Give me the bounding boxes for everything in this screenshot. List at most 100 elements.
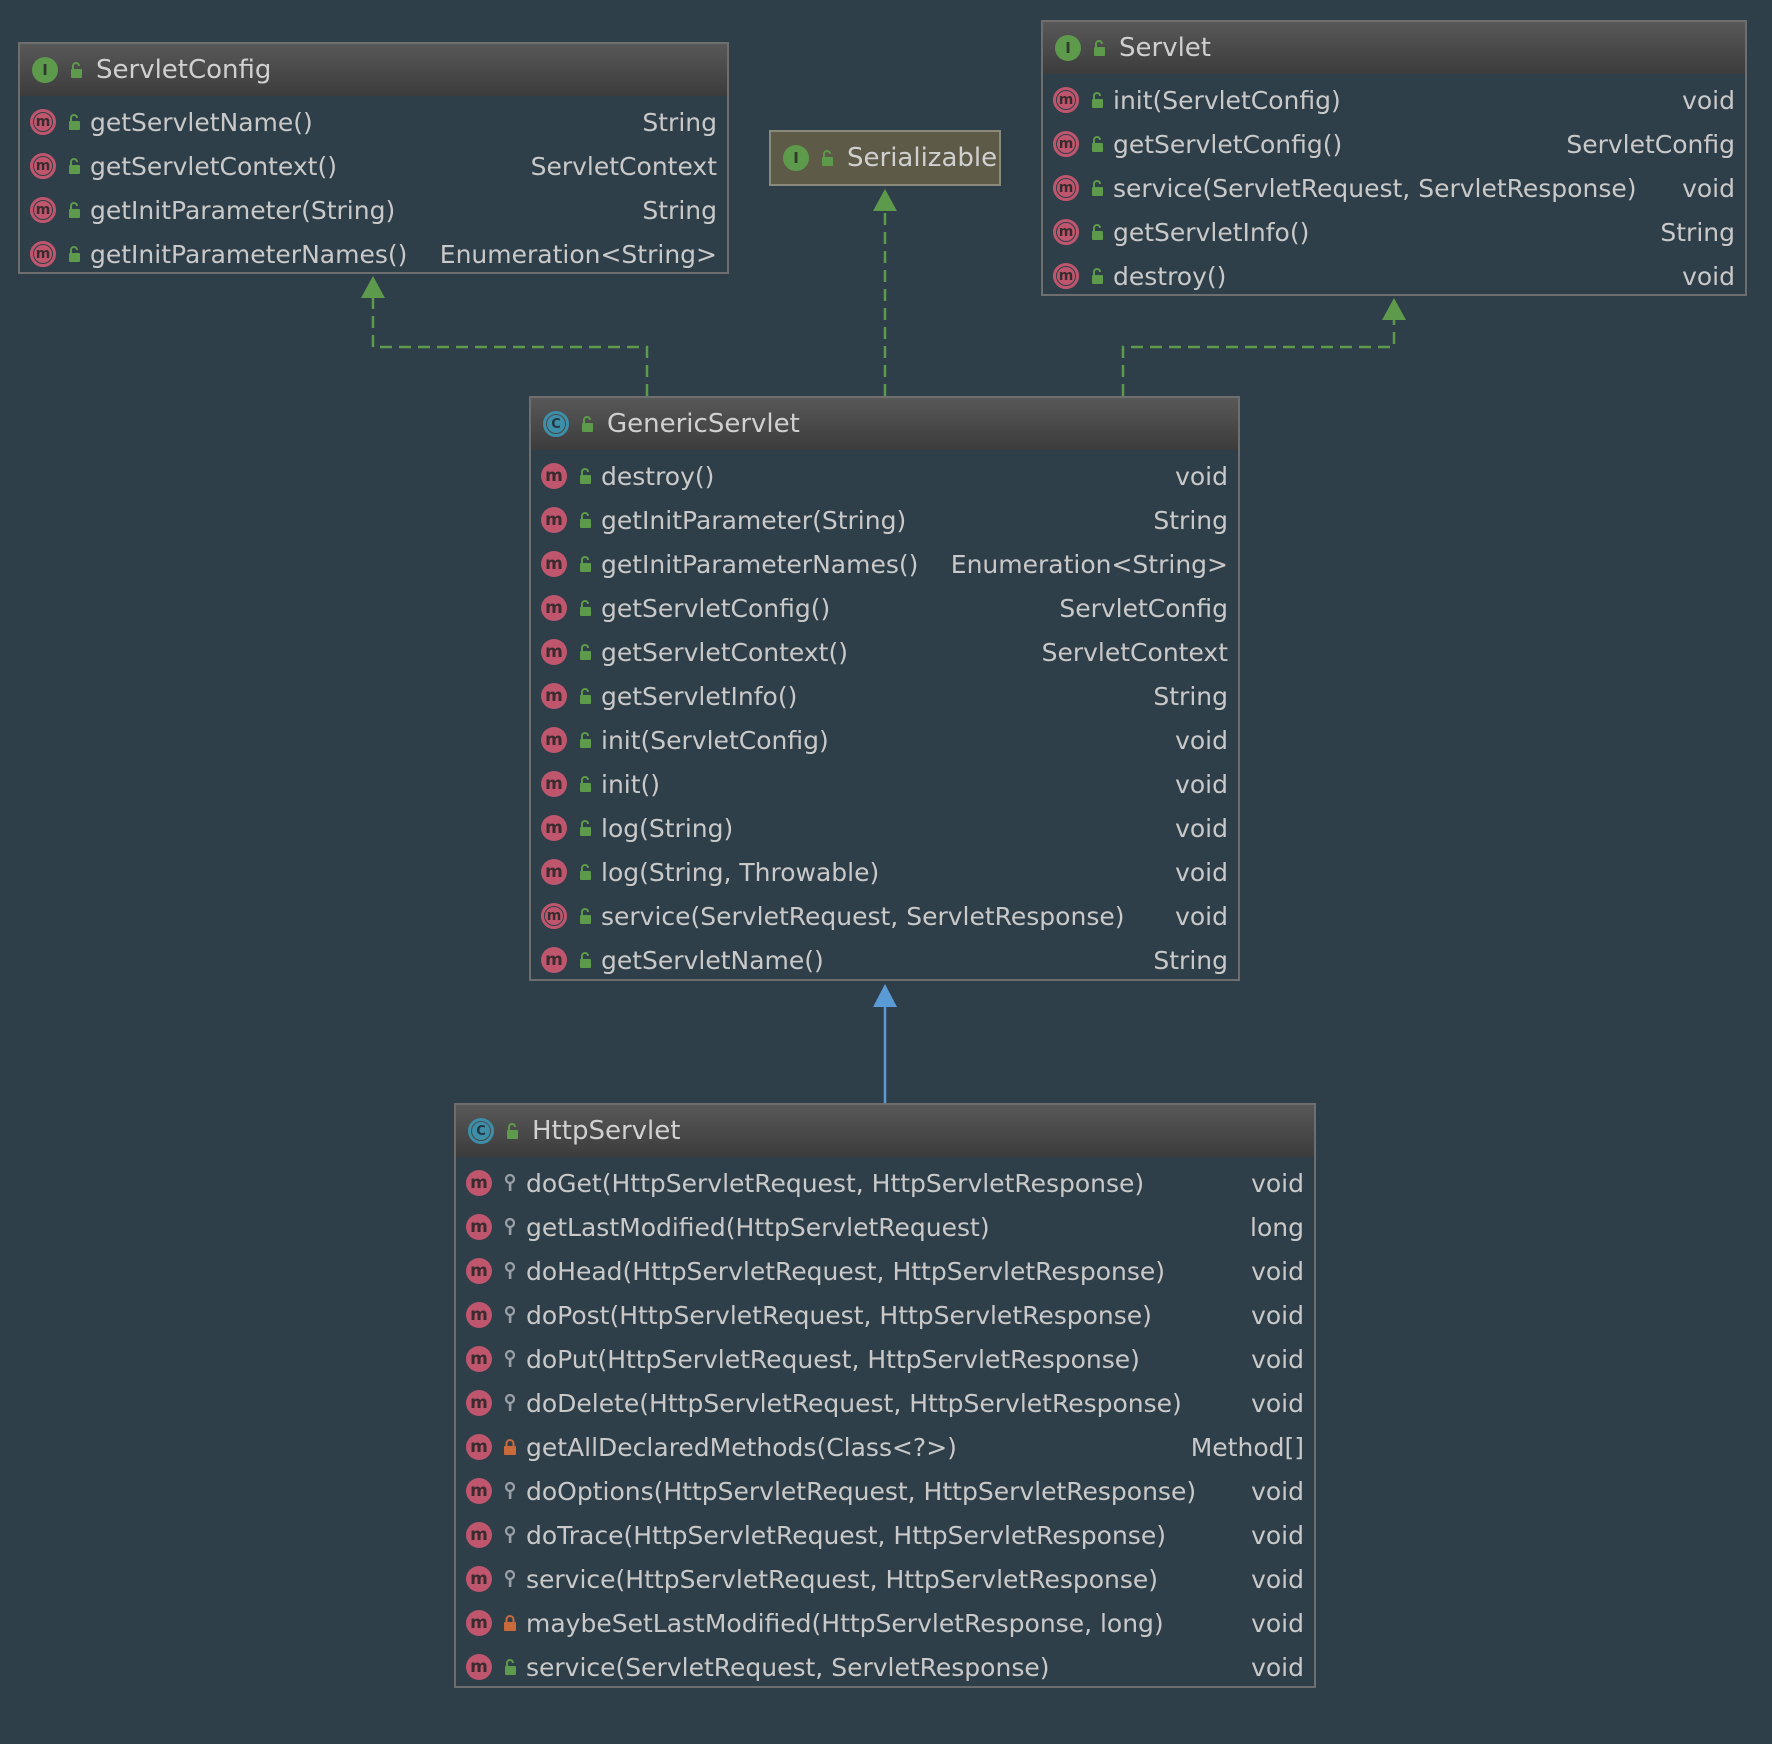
abstract-class-icon: C — [543, 411, 569, 437]
method-icon: m — [541, 507, 567, 533]
method-name: doTrace(HttpServletRequest, HttpServletR… — [526, 1520, 1166, 1550]
method-name: getInitParameterNames() — [90, 239, 408, 269]
protected-key-icon — [502, 1218, 518, 1236]
public-icon — [502, 1658, 518, 1676]
protected-key-icon — [502, 1262, 518, 1280]
public-icon — [577, 643, 593, 661]
node-header: I ServletConfig — [20, 44, 727, 96]
return-type: String — [642, 195, 717, 225]
return-type: ServletContext — [530, 151, 717, 181]
node-header: I Servlet — [1043, 22, 1745, 74]
return-type: String — [1660, 217, 1735, 247]
method-name: maybeSetLastModified(HttpServletResponse… — [526, 1608, 1164, 1638]
method-name: getServletInfo() — [601, 681, 798, 711]
public-icon — [577, 599, 593, 617]
return-type: ServletConfig — [1059, 593, 1228, 623]
abstract-method-icon: m — [1053, 175, 1079, 201]
method-name: getServletName() — [90, 107, 313, 137]
interface-icon: I — [783, 145, 809, 171]
node-header: I Serializable — [771, 132, 999, 184]
public-icon — [819, 149, 835, 167]
method-icon: m — [541, 859, 567, 885]
arrowhead-serializable — [873, 189, 897, 211]
public-icon — [1089, 179, 1105, 197]
return-type: void — [1251, 1388, 1304, 1418]
method-name: getServletContext() — [90, 151, 337, 181]
method-name: service(ServletRequest, ServletResponse) — [601, 901, 1125, 931]
implements-servlet-line — [1121, 318, 1396, 396]
return-type: Method[] — [1190, 1432, 1304, 1462]
public-icon — [66, 201, 82, 219]
public-icon — [66, 157, 82, 175]
method-icon: m — [541, 947, 567, 973]
return-type: String — [1153, 505, 1228, 535]
method-name: getServletInfo() — [1113, 217, 1310, 247]
method-name: getInitParameterNames() — [601, 549, 919, 579]
return-type: Enumeration<String> — [439, 239, 717, 269]
method-row[interactable]: m getInitParameterNames() Enumeration<Stri… — [20, 232, 727, 276]
method-icon: m — [466, 1478, 492, 1504]
serializable-node[interactable]: I Serializable — [769, 130, 1001, 186]
method-icon: m — [541, 683, 567, 709]
node-header: C HttpServlet — [456, 1105, 1314, 1157]
method-icon: m — [466, 1302, 492, 1328]
method-name: getLastModified(HttpServletRequest) — [526, 1212, 990, 1242]
public-icon — [1089, 267, 1105, 285]
method-row[interactable]: m maybeSetLastModified(HttpServletRespons… — [456, 1601, 1314, 1645]
method-icon: m — [466, 1610, 492, 1636]
method-name: getServletConfig() — [1113, 129, 1343, 159]
return-type: void — [1251, 1168, 1304, 1198]
method-name: doDelete(HttpServletRequest, HttpServlet… — [526, 1388, 1182, 1418]
return-type: String — [642, 107, 717, 137]
interface-icon: I — [32, 57, 58, 83]
method-row[interactable]: m getServletContext() ServletContext — [20, 144, 727, 188]
return-type: void — [1251, 1344, 1304, 1374]
return-type: void — [1251, 1608, 1304, 1638]
return-type: void — [1682, 261, 1735, 291]
abstract-method-icon: m — [30, 241, 56, 267]
return-type: void — [1175, 461, 1228, 491]
abstract-method-icon: m — [30, 197, 56, 223]
method-name: getAllDeclaredMethods(Class<?>) — [526, 1432, 957, 1462]
method-name: init(ServletConfig) — [601, 725, 829, 755]
method-name: doGet(HttpServletRequest, HttpServletRes… — [526, 1168, 1145, 1198]
abstract-method-icon: m — [30, 153, 56, 179]
return-type: Enumeration<String> — [950, 549, 1228, 579]
arrowhead-genericservlet — [873, 984, 897, 1007]
node-header: C GenericServlet — [531, 398, 1238, 450]
